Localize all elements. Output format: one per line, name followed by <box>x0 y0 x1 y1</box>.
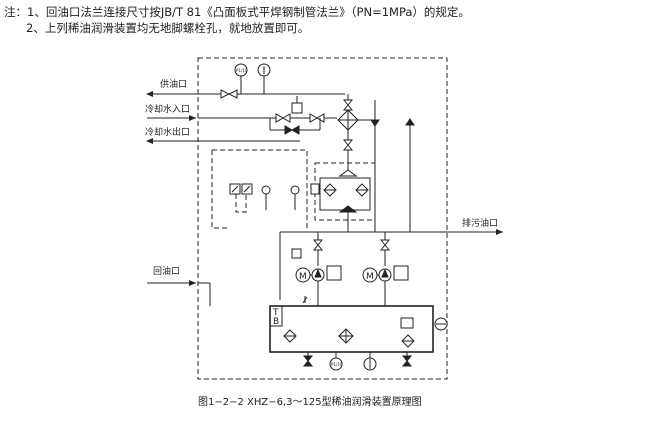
gauge-label: P1/10 <box>236 68 248 73</box>
svg-text:M: M <box>299 272 307 282</box>
water-regulator-icon <box>291 102 303 114</box>
bypass-check-icon <box>370 119 380 127</box>
differential-switch-icon <box>310 183 320 195</box>
filter-box <box>314 162 376 221</box>
tank-b-label: B <box>273 317 279 327</box>
pump1-relief-icon <box>326 265 342 281</box>
bottom-valve-icon <box>302 355 314 367</box>
filter-inlet-valve-icon <box>338 169 358 177</box>
relief-valve-icon <box>291 248 302 259</box>
water-in-valve-icon <box>275 113 291 123</box>
oil-supply-port-label: 供油口 <box>160 78 187 90</box>
pump2-valve-icon <box>379 239 391 251</box>
bottom-valve-icon-2 <box>401 355 413 367</box>
tank-t-label: T <box>272 308 279 318</box>
thermometer-icon <box>261 185 271 195</box>
thermometer-icon <box>290 185 300 195</box>
cooling-water-in-label: 冷却水入口 <box>145 103 190 115</box>
water-bypass-valve-icon <box>309 113 325 123</box>
control-box <box>211 149 308 229</box>
water-check-valve-icon <box>284 125 300 135</box>
note-line-1: 注：1、回油口法兰连接尺寸按JB/T 81《凸面板式平焊钢制管法兰》（PN=1M… <box>4 5 470 19</box>
oil-return-port-label: 回油口 <box>153 265 180 277</box>
breather-icon <box>302 296 308 304</box>
filter-outlet-valve-icon <box>338 205 358 213</box>
oil-tank <box>269 305 434 353</box>
pressure-gauge-icon <box>234 63 248 77</box>
svg-text:M: M <box>366 272 374 282</box>
cooler-valve-icon <box>342 99 354 111</box>
pump1-valve-icon <box>312 239 324 251</box>
cooling-water-out-label: 冷却水出口 <box>145 126 190 138</box>
drain-port-label: 排污油口 <box>462 217 498 229</box>
bottom-gauge-label: P1/10 <box>331 362 343 367</box>
pump2-relief-icon <box>393 265 409 281</box>
pressure-gauge-icon <box>329 357 343 371</box>
system-boundary <box>197 57 448 380</box>
level-switch-icon <box>400 317 414 329</box>
supply-valve-icon <box>220 89 238 99</box>
figure-caption: 图1−2−2 XHZ−6,3～125型稀油润滑装置原理图 <box>198 395 422 408</box>
note-line-2: 2、上列稀油润滑装置均无地脚螺栓孔，就地放置即可。 <box>26 21 310 35</box>
